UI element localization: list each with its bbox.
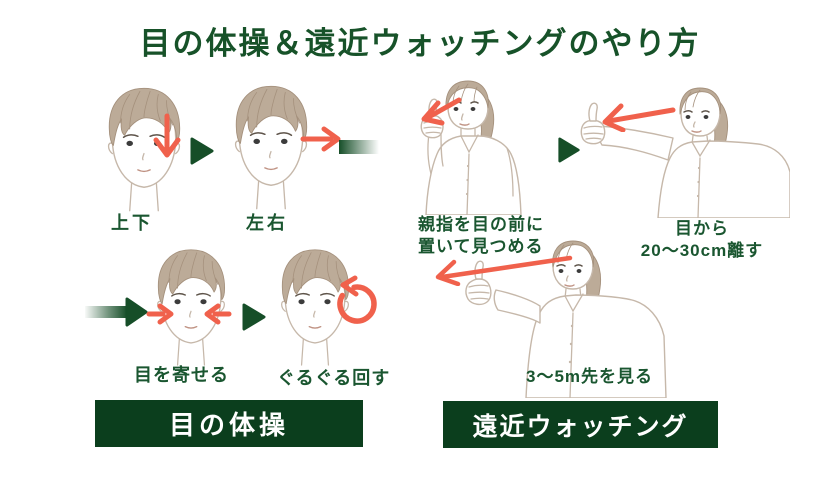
woman-arm-extended-illustration — [580, 87, 790, 218]
fade-out-bar-icon — [339, 140, 379, 154]
step2-label-line2: 20〜30cm離す — [640, 241, 764, 260]
step1-label: 親指を目の前に 置いて見つめる — [418, 214, 544, 258]
step2-label-line1: 目から — [675, 219, 729, 238]
step1-label-line2: 置いて見つめる — [418, 237, 544, 256]
distance-watching-banner: 遠近ウォッチング — [443, 401, 718, 448]
eye-exercise-banner: 目の体操 — [95, 400, 363, 447]
step-leftright-label: 左右 — [246, 213, 288, 233]
left-long-arrow-icon — [435, 255, 573, 286]
step-rotate-label: ぐるぐる回す — [277, 368, 391, 388]
down-arrow-icon — [153, 113, 181, 158]
rotate-arrow-icon — [337, 275, 377, 324]
step-converge-label: 目を寄せる — [134, 365, 229, 385]
step2-label: 目から 20〜30cm離す — [628, 218, 776, 262]
fade-in-arrow-icon — [85, 297, 148, 327]
step3-label: 3〜5m先を見る — [526, 367, 654, 386]
converge-arrows-icon — [146, 303, 232, 325]
distance-watching-banner-label: 遠近ウォッチング — [472, 412, 689, 441]
left-arrow-icon — [602, 103, 676, 132]
right-arrow-icon — [300, 126, 341, 152]
left-arrow-icon — [421, 97, 462, 126]
eye-exercise-banner-label: 目の体操 — [168, 410, 289, 440]
page-title: 目の体操＆遠近ウォッチングのやり方 — [139, 26, 701, 61]
step1-label-line1: 親指を目の前に — [418, 215, 544, 234]
woman-look-far-illustration — [465, 240, 667, 398]
next-triangle-icon — [242, 303, 266, 331]
step-updown-label: 上下 — [111, 213, 153, 233]
next-triangle-icon — [558, 137, 580, 163]
next-triangle-icon — [190, 137, 214, 165]
